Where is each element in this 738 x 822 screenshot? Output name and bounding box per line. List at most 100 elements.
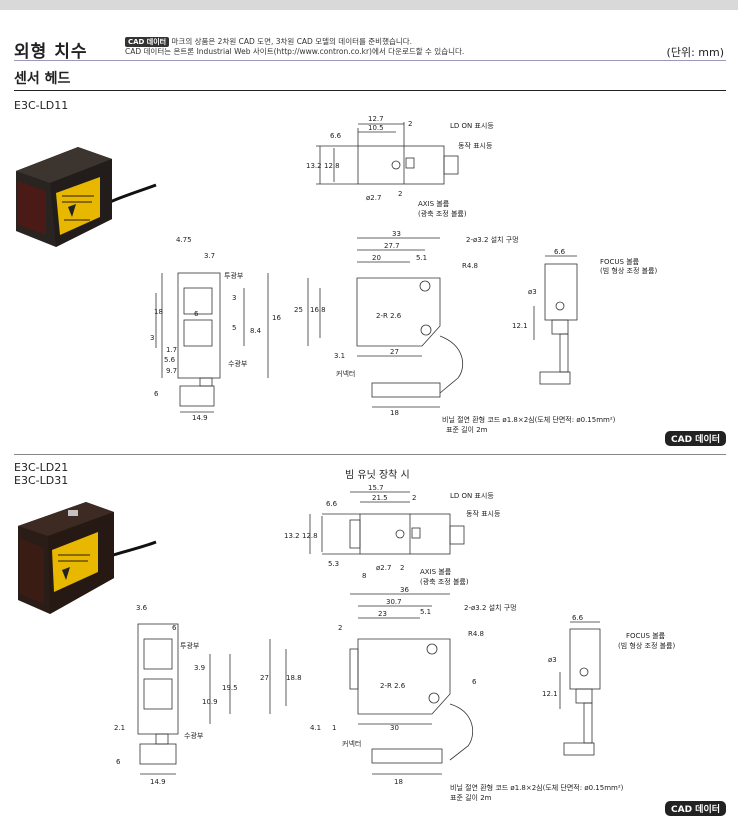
dim-text: ø2.7 <box>376 564 391 572</box>
dim-text: 6.6 <box>554 248 566 256</box>
dim-text: 2 <box>338 624 342 632</box>
label-text: (광축 조정 볼륨) <box>420 577 469 586</box>
label-text: 동작 표시등 <box>466 509 501 518</box>
sensor-photo-1 <box>16 147 157 247</box>
dim-text: 5.1 <box>420 608 431 616</box>
dim-text: 23 <box>378 610 387 618</box>
label-text: AXIS 볼륨 <box>418 199 450 208</box>
dim-text: 27 <box>390 348 399 356</box>
dim-text: 1 <box>332 724 336 732</box>
label-text: 커넥터 <box>342 739 361 748</box>
model-name-line: E3C-LD21 <box>14 461 69 474</box>
cad-badge: CAD 데이터 <box>125 37 170 47</box>
dim-text: 18 <box>394 778 403 786</box>
dim-text: 6 <box>172 624 177 632</box>
dim-text: 6.6 <box>572 614 584 622</box>
label-text: 수광부 <box>184 732 204 740</box>
label-text: 2-ø3.2 설치 구멍 <box>464 603 517 612</box>
label-text: FOCUS 볼륨 <box>600 257 640 266</box>
dim-text: 13.2 <box>306 162 322 170</box>
dim-text: 12.8 <box>302 532 318 540</box>
dim-text: 18 <box>154 308 163 316</box>
dim-text: 2 <box>400 564 404 572</box>
dim-text: 5 <box>232 324 236 332</box>
dim-text: 27.7 <box>384 242 400 250</box>
dim-text: 4.75 <box>176 236 192 244</box>
dim-text: 18.8 <box>286 674 302 682</box>
label-text: 2-ø3.2 설치 구멍 <box>466 235 519 244</box>
dim-text: 3.6 <box>136 604 148 612</box>
page-title: 외형 치수 <box>14 42 88 62</box>
top-gray-bar <box>0 0 738 10</box>
dim-text: 1.7 <box>166 346 177 354</box>
dim-text: ø3 <box>548 656 557 664</box>
dim-text: 6.6 <box>326 500 338 508</box>
label-text: 투광부 <box>224 272 244 280</box>
dim-text: 12.1 <box>542 690 558 698</box>
dim-text: 12.1 <box>512 322 528 330</box>
cad-data-button-2[interactable]: CAD 데이터 <box>665 801 727 816</box>
label-text: (빔 형상 조정 볼륨) <box>618 641 675 650</box>
label-text: 수광부 <box>228 360 248 368</box>
dim-text: 10.9 <box>202 698 218 706</box>
dim-text: 3 <box>150 334 154 342</box>
dim-text: ø2.7 <box>366 194 381 202</box>
dim-text: 30.7 <box>386 598 402 606</box>
dim-text: 10.5 <box>368 124 384 132</box>
dim-text: 20 <box>372 254 381 262</box>
dim-text: 12.7 <box>368 115 384 123</box>
cad-data-button-1[interactable]: CAD 데이터 <box>665 431 727 446</box>
dim-text: 2-R 2.6 <box>380 682 406 690</box>
dim-text: 2-R 2.6 <box>376 312 402 320</box>
dim-text: 18 <box>390 409 399 417</box>
model-name: E3C-LD11 <box>14 99 69 112</box>
dim-text: ø3 <box>528 288 537 296</box>
dim-text: 21.5 <box>372 494 388 502</box>
dim-text: 14.9 <box>192 414 208 422</box>
dim-text: 3.1 <box>334 352 345 360</box>
drawing-e3c-ld11: 12.7 10.5 2 6.6 13.2 12.8 2 ø2.7 LD ON 표… <box>150 115 657 434</box>
label-text: (빔 형상 조정 볼륨) <box>600 266 657 275</box>
sensor-photo-2 <box>18 502 157 614</box>
dim-text: R4.8 <box>462 262 478 270</box>
dim-text: 6 <box>472 678 477 686</box>
dim-text: 25 <box>294 306 303 314</box>
dim-text: 15.7 <box>368 484 384 492</box>
label-text: LD ON 표시등 <box>450 122 494 130</box>
dim-text: 33 <box>392 230 401 238</box>
dim-text: R4.8 <box>468 630 484 638</box>
cad-note-line1: 마크의 상품은 2차원 CAD 도면, 3차원 CAD 모델의 데이터를 준비했… <box>171 37 413 46</box>
label-text: AXIS 볼륨 <box>420 567 452 576</box>
unit-label: (단위: mm) <box>666 46 724 59</box>
header-rule <box>14 60 726 61</box>
dim-text: 2 <box>412 494 416 502</box>
drawing-e3c-ld21-ld31: 15.7 21.5 2 6.6 13.2 12.8 5.3 ø2.7 2 8 L… <box>114 484 675 802</box>
dim-text: 30 <box>390 724 399 732</box>
cad-note: CAD 데이터 마크의 상품은 2차원 CAD 도면, 3차원 CAD 모델의 … <box>125 37 464 57</box>
dim-text: 12.8 <box>324 162 340 170</box>
model-name-line: E3C-LD31 <box>14 474 69 487</box>
dim-text: 6 <box>154 390 159 398</box>
label-text: LD ON 표시등 <box>450 492 494 500</box>
dim-text: 8 <box>362 572 366 580</box>
label-text: 표준 길이 2m <box>450 793 492 802</box>
label-text: 비닐 절연 환형 코드 ø1.8×2심(도체 단면적: ø0.15mm²) <box>442 415 616 424</box>
dim-text: 3.7 <box>204 252 215 260</box>
dim-text: 4.1 <box>310 724 321 732</box>
dim-text: 8.4 <box>250 327 262 335</box>
label-text: 커넥터 <box>336 369 355 378</box>
dim-text: 27 <box>260 674 269 682</box>
label-text: FOCUS 볼륨 <box>626 631 666 640</box>
label-text: (광축 조정 볼륨) <box>418 209 467 218</box>
dim-text: 13.2 <box>284 532 300 540</box>
cad-note-line2: CAD 데이터는 온트론 Industrial Web 사이트(http://w… <box>125 47 465 56</box>
dim-text: 3.9 <box>194 664 205 672</box>
dim-text: 9.7 <box>166 367 177 375</box>
dim-text: 16.8 <box>310 306 326 314</box>
label-text: 비닐 절연 환형 코드 ø1.8×2심(도체 단면적: ø0.15mm²) <box>450 783 624 792</box>
dim-text: 36 <box>400 586 409 594</box>
dim-text: 6.6 <box>330 132 342 140</box>
model-name: E3C-LD21 E3C-LD31 <box>14 461 68 487</box>
section-title: 센서 헤드 <box>14 71 71 87</box>
dim-text: 2 <box>408 120 412 128</box>
